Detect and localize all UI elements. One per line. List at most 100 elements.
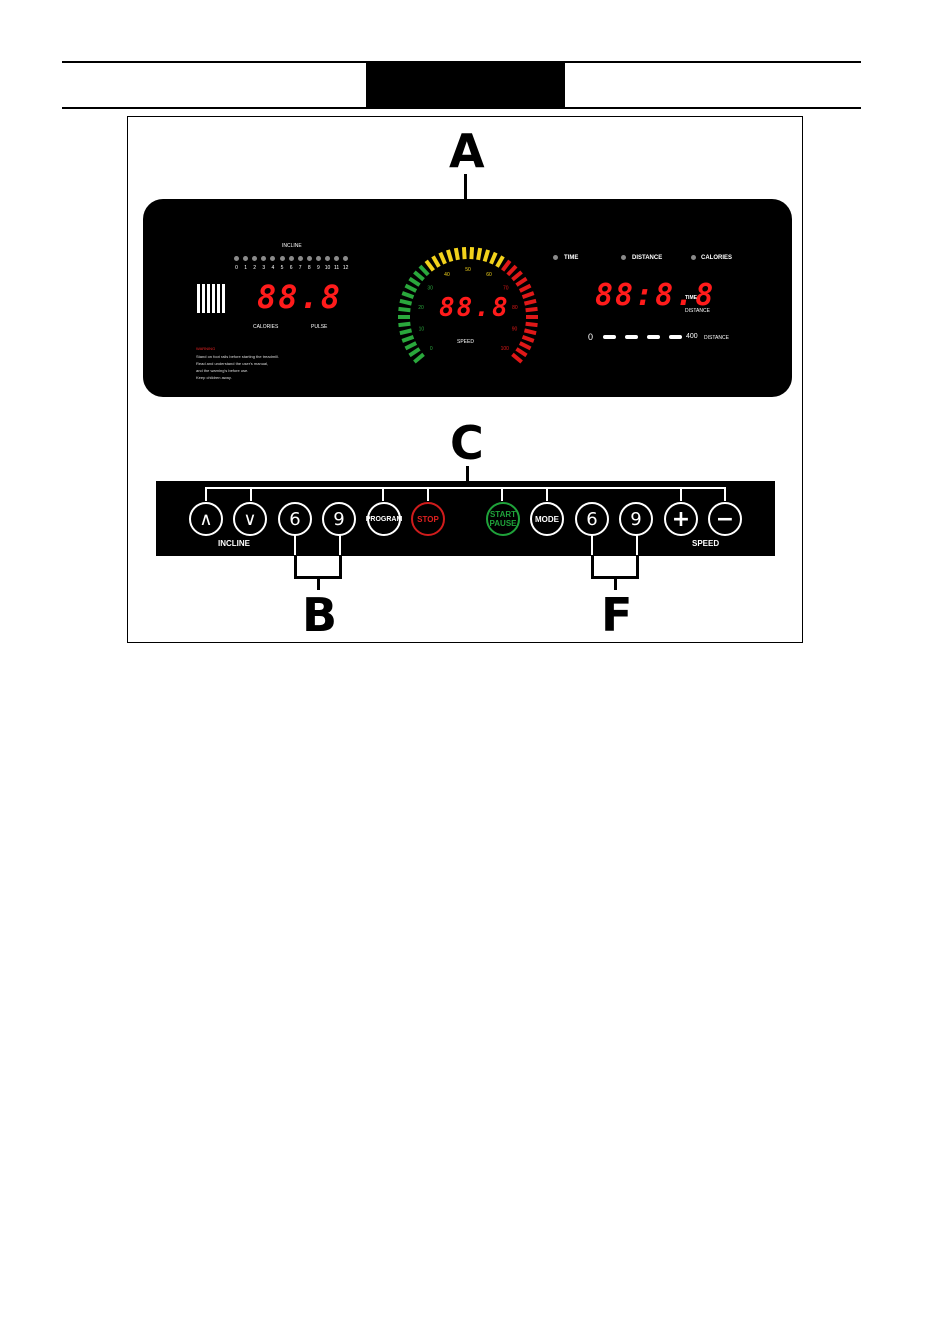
calories-indicator-led bbox=[691, 255, 696, 260]
speed-tick-label: 50 bbox=[465, 267, 471, 273]
speed-arc-segment bbox=[453, 247, 460, 261]
speed-tick-label: 20 bbox=[418, 305, 424, 311]
speed-plus-button[interactable]: + bbox=[664, 502, 698, 536]
warning-line: and the warning's before use. bbox=[196, 368, 249, 373]
callout-c-wire bbox=[205, 487, 725, 489]
speed-arc-segment bbox=[404, 341, 418, 351]
keypad-panel: ∧ ∨ INCLINE 6 9 PROGRAM STOP START PAUSE… bbox=[156, 481, 775, 556]
callout-f-bracket bbox=[591, 556, 594, 578]
track-end-label: 400 bbox=[686, 333, 698, 340]
program-button[interactable]: PROGRAM bbox=[366, 502, 402, 536]
quick-speed-6-button[interactable]: 6 bbox=[575, 502, 609, 536]
speed-arc-segment bbox=[401, 291, 415, 300]
callout-f-bracket bbox=[614, 576, 617, 590]
incline-level-number: 8 bbox=[307, 265, 311, 271]
incline-label: INCLINE bbox=[282, 243, 302, 249]
calories-label: CALORIES bbox=[253, 324, 279, 330]
callout-c-wire bbox=[546, 487, 548, 501]
warning-line: Keep children away. bbox=[196, 375, 232, 380]
speed-arc-segment bbox=[523, 328, 537, 336]
start-pause-button[interactable]: START PAUSE bbox=[486, 502, 520, 536]
warning-title: WARNING bbox=[196, 346, 216, 351]
incline-level-number: 4 bbox=[271, 265, 275, 271]
callout-b-bracket bbox=[339, 556, 342, 578]
diagram-frame bbox=[127, 116, 803, 643]
callout-b-wire bbox=[339, 535, 341, 555]
callout-b-bracket bbox=[317, 576, 320, 590]
stop-button[interactable]: STOP bbox=[411, 502, 445, 536]
speed-arc-segment bbox=[413, 270, 425, 282]
left-digit-display: 88.8 bbox=[257, 278, 343, 316]
speed-arc-segment bbox=[431, 255, 441, 268]
quick-speed-9-button[interactable]: 9 bbox=[619, 502, 653, 536]
track-segment bbox=[603, 335, 616, 339]
distance-indicator-led bbox=[621, 255, 626, 260]
speed-arc-segment bbox=[515, 347, 528, 358]
time-indicator-led bbox=[553, 255, 558, 260]
callout-f: F bbox=[601, 588, 633, 642]
speed-tick-label: 70 bbox=[503, 285, 509, 291]
speed-arc-segment bbox=[495, 255, 505, 268]
speed-arc-segment bbox=[523, 298, 537, 306]
incline-level-number: 6 bbox=[289, 265, 293, 271]
incline-level-number: 2 bbox=[253, 265, 257, 271]
speed-minus-button[interactable]: − bbox=[708, 502, 742, 536]
speed-arc-segment bbox=[446, 249, 454, 263]
mode-button[interactable]: MODE bbox=[530, 502, 564, 536]
incline-up-button[interactable]: ∧ bbox=[189, 502, 223, 536]
speed-tick-label: 60 bbox=[486, 272, 492, 278]
callout-b: B bbox=[302, 588, 338, 642]
incline-level-led bbox=[234, 256, 239, 261]
speed-arc-segment bbox=[399, 298, 413, 306]
callout-a: A bbox=[449, 124, 485, 178]
incline-level-number: 3 bbox=[262, 265, 266, 271]
incline-level-led bbox=[306, 256, 312, 261]
callout-c-wire bbox=[427, 487, 429, 501]
pause-label: PAUSE bbox=[489, 519, 517, 528]
speed-arc-segment bbox=[521, 291, 535, 300]
distance-indicator-label: DISTANCE bbox=[632, 255, 663, 261]
speed-tick-label: 90 bbox=[512, 327, 518, 333]
speed-arc-segment bbox=[521, 334, 535, 343]
speed-tick-label: 80 bbox=[512, 305, 518, 311]
quick-incline-6-button[interactable]: 6 bbox=[278, 502, 312, 536]
speed-arc-segment bbox=[476, 247, 483, 261]
speed-label: SPEED bbox=[457, 339, 474, 345]
incline-level-number: 1 bbox=[244, 265, 247, 271]
incline-level-led bbox=[334, 256, 340, 261]
header-bottom-rule bbox=[62, 107, 861, 109]
speed-tick-label: 40 bbox=[444, 272, 450, 278]
time-unit-label: TIME bbox=[685, 295, 697, 301]
callout-a-pointer bbox=[464, 174, 467, 220]
incline-keypad-label: INCLINE bbox=[218, 539, 250, 548]
speed-keypad-label: SPEED bbox=[692, 539, 720, 548]
speed-arc-segment bbox=[424, 259, 435, 272]
incline-level-number: 9 bbox=[317, 265, 320, 271]
time-indicator-label: TIME bbox=[564, 255, 579, 261]
callout-c-wire bbox=[724, 487, 726, 501]
speed-arc-segment bbox=[399, 328, 413, 336]
speed-arc-segment bbox=[408, 276, 421, 287]
speed-arc-segment bbox=[525, 321, 538, 328]
warning-line: Read and understand the user's manual, bbox=[196, 361, 269, 366]
incline-level-led bbox=[279, 256, 285, 261]
speed-arc-segment bbox=[461, 247, 467, 260]
speed-arc-segment bbox=[398, 306, 411, 313]
quick-incline-9-button[interactable]: 9 bbox=[322, 502, 356, 536]
incline-level-led bbox=[252, 256, 258, 261]
callout-b-bracket bbox=[294, 556, 297, 578]
callout-f-wire bbox=[591, 535, 593, 555]
speed-arc-segment bbox=[413, 352, 425, 364]
incline-level-led bbox=[261, 256, 267, 261]
callout-c: C bbox=[450, 416, 484, 470]
speed-tick-label: 30 bbox=[427, 285, 433, 291]
incline-level-led bbox=[315, 256, 321, 261]
warning-line: Stand on foot rails before starting the … bbox=[196, 354, 279, 359]
start-label: START bbox=[489, 510, 517, 519]
incline-level-led bbox=[297, 256, 303, 261]
incline-down-button[interactable]: ∨ bbox=[233, 502, 267, 536]
speed-arc-segment bbox=[404, 283, 418, 293]
speed-arc-segment bbox=[525, 306, 538, 313]
incline-level-number: 12 bbox=[342, 265, 349, 271]
